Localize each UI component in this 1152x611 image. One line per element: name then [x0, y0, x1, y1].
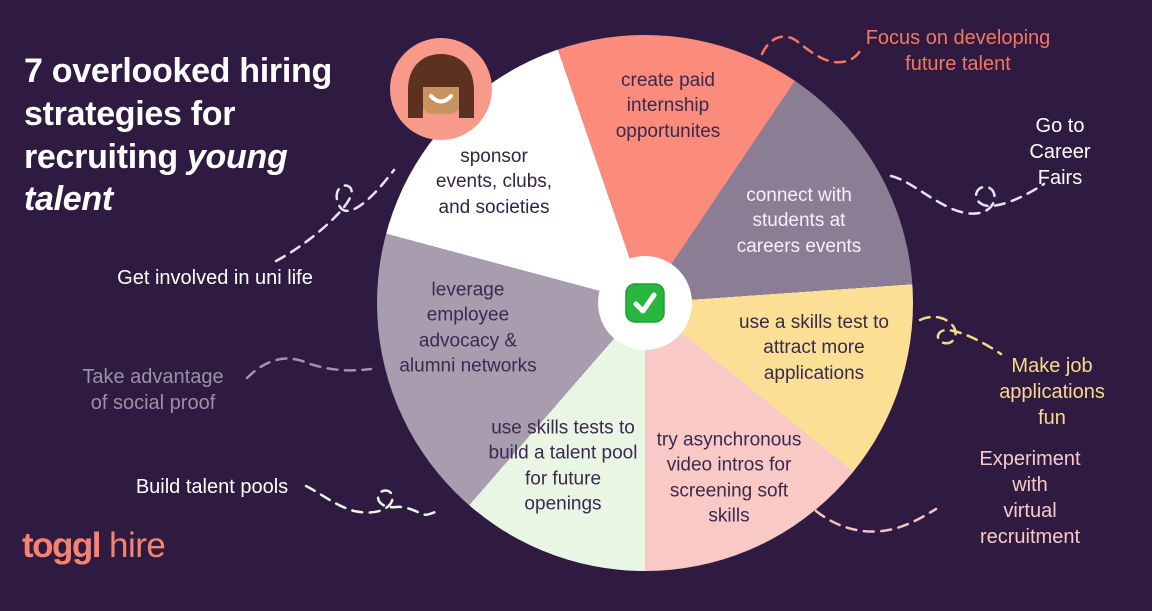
connector-focus-future-talent — [760, 35, 864, 64]
logo-toggl: toggl — [22, 526, 102, 565]
callout-build-talent-pools: Build talent pools — [135, 476, 289, 498]
check-icon-square — [625, 283, 665, 323]
avatar-smile — [429, 94, 453, 104]
avatar-hair — [408, 54, 474, 118]
callout-focus-future-talent: Focus on developing future talent — [865, 27, 1051, 75]
pie-center-hub — [598, 256, 692, 350]
page-title-regular: 7 overlooked hiring strategies for recru… — [24, 52, 332, 176]
connector-talent-pools — [304, 484, 442, 516]
logo-hire: hire — [109, 526, 166, 565]
check-icon-tick — [633, 292, 657, 314]
avatar — [390, 38, 492, 140]
page-title: 7 overlooked hiring strategies for recru… — [24, 50, 376, 221]
page-title-italic: young talent — [24, 137, 288, 219]
check-mark-icon — [625, 283, 665, 323]
pie-slice-label-career-events: connect with students at careers events — [736, 185, 862, 257]
pie-slice-label-advocacy: leverage employee advocacy & alumni netw… — [399, 279, 537, 377]
callout-virtual-recruitment: Experiment with virtual recruitment — [979, 448, 1081, 548]
callout-job-applications-fun: Make job applications fun — [999, 355, 1105, 429]
connector-social-proof — [245, 357, 373, 380]
connector-job-applications — [918, 315, 1003, 356]
toggl-hire-logo: toggl hire — [22, 526, 166, 566]
callout-uni-life: Get involved in uni life — [117, 267, 313, 289]
pie-slice-label-video-intros: try asynchronous video intros for screen… — [656, 429, 802, 527]
pie-slice-label-skills-test: use a skills test to attract more applic… — [739, 312, 889, 384]
pie-slice-label-internships: create paid internship opportunites — [615, 70, 721, 142]
pie-slice-label-sponsor: sponsor events, clubs, and societies — [435, 146, 553, 218]
pie-slice-label-talent-pool: use skills tests to build a talent pool … — [488, 417, 638, 515]
callout-career-fairs: Go to Career Fairs — [1029, 115, 1091, 189]
callout-social-proof: Take advantage of social proof — [82, 366, 224, 414]
connector-virtual-recruitment — [814, 507, 938, 533]
